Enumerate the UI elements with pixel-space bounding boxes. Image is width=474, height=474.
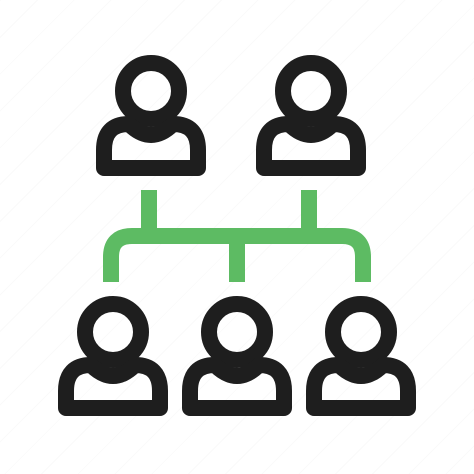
person-head [77,296,149,368]
person-body [58,357,168,416]
person-icon [256,55,366,176]
person-body [182,357,292,416]
person-head [275,55,347,127]
person-body [306,357,416,416]
person-body [256,116,366,176]
person-head [325,296,397,368]
person-head [115,55,187,127]
person-body [96,116,206,176]
person-icon [58,296,168,416]
person-icon [182,296,292,416]
people-group [58,55,416,416]
person-head [201,296,273,368]
person-icon [306,296,416,416]
hierarchy-connectors [103,190,371,282]
person-icon [96,55,206,176]
